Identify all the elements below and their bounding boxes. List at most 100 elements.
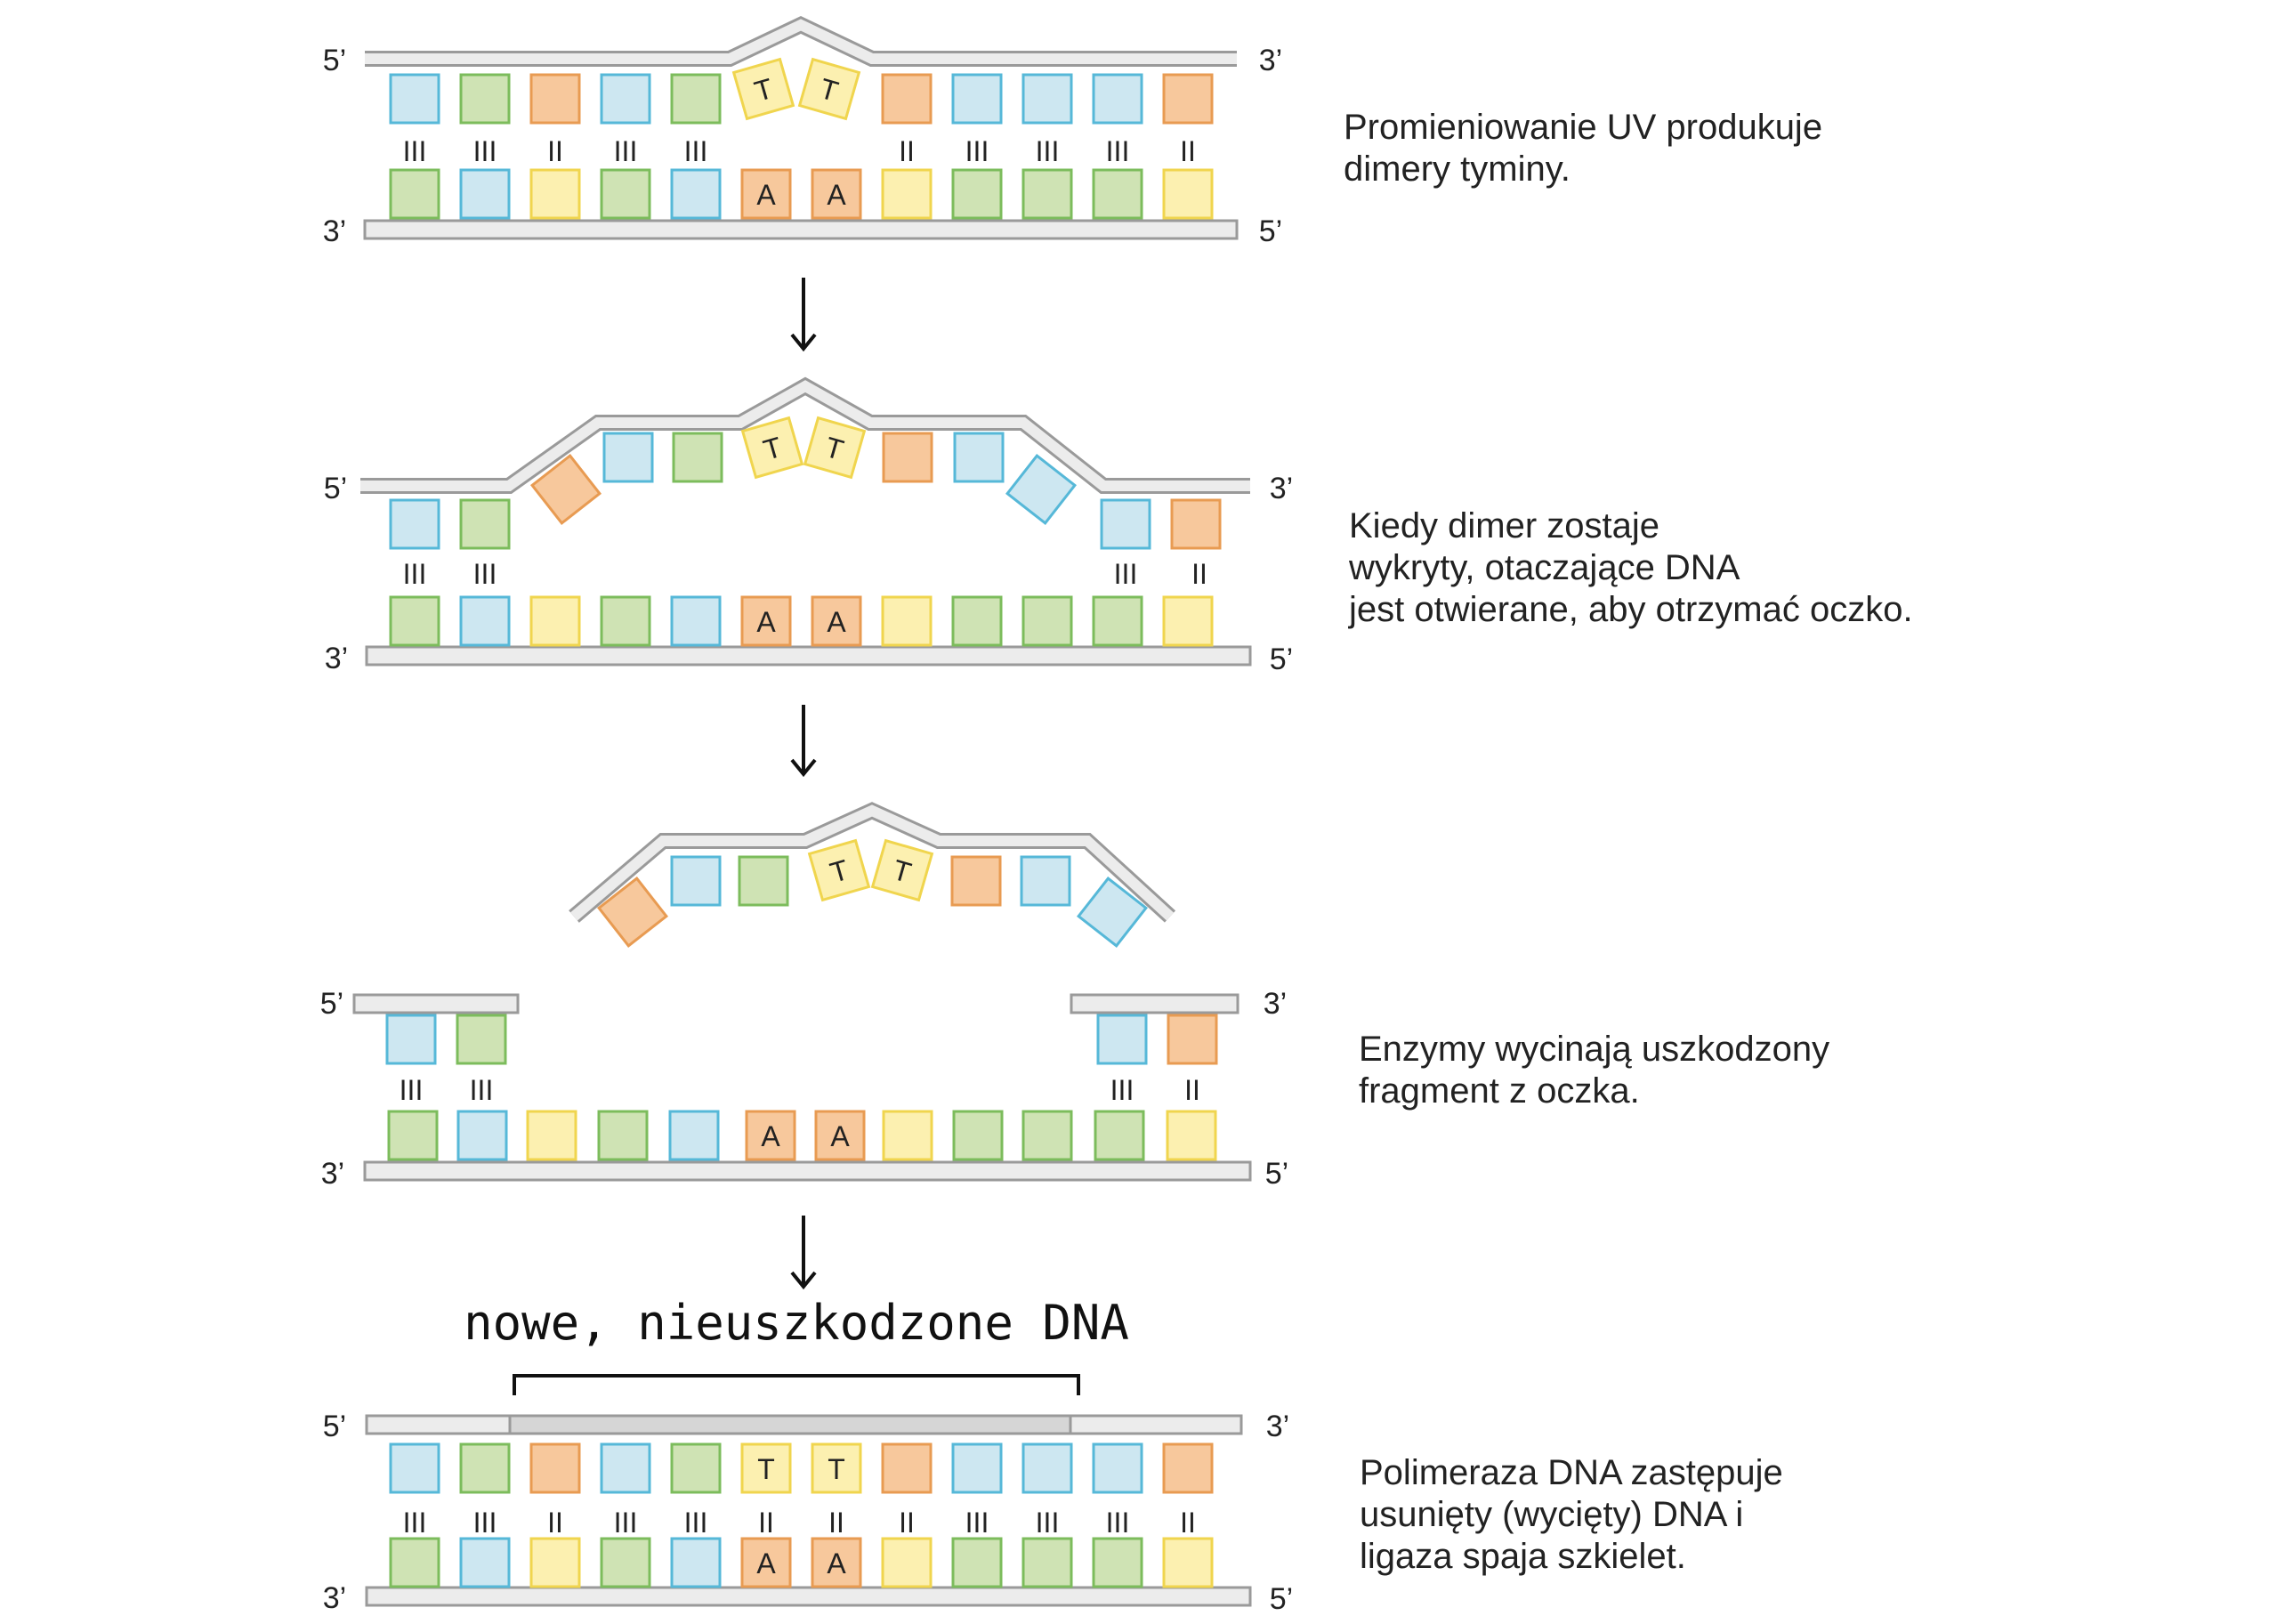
bracket-line — [513, 1374, 1080, 1395]
base-square — [740, 595, 792, 647]
green-base — [670, 73, 722, 125]
end-label-5prime: 5’ — [1270, 1582, 1293, 1616]
blue-base — [1021, 73, 1073, 125]
a-base: A — [740, 168, 792, 220]
blue-base — [1020, 855, 1071, 907]
hydrogen-bond: III — [403, 1507, 427, 1539]
orange-base — [1162, 73, 1214, 125]
yellow-base — [881, 595, 933, 647]
hydrogen-bond: II — [1180, 1507, 1196, 1539]
base-square — [529, 73, 581, 125]
green-base — [672, 432, 723, 483]
end-label-5prime: 5’ — [1259, 214, 1282, 248]
blue-base — [602, 432, 654, 483]
base-square — [1162, 595, 1214, 647]
orange-base — [1167, 1014, 1218, 1065]
base-square — [951, 1442, 1003, 1494]
a-base: A — [745, 1110, 796, 1161]
base-square — [529, 595, 581, 647]
blue-base — [1005, 453, 1078, 526]
end-label-5prime: 5’ — [1270, 642, 1293, 676]
orange-base — [881, 73, 933, 125]
base-square — [1021, 1110, 1073, 1161]
caption-line: ligaza spaja szkielet. — [1360, 1537, 1686, 1576]
green-base — [459, 73, 511, 125]
base-square — [456, 1014, 507, 1065]
base-square — [811, 595, 862, 647]
hydrogen-bond: III — [684, 135, 708, 167]
base-square — [740, 1442, 792, 1494]
hydrogen-bond: II — [547, 1507, 563, 1539]
down-arrow-icon — [790, 1216, 817, 1290]
caption-stage-4: Polimeraza DNA zastępuje usunięty (wycię… — [1360, 1452, 1783, 1578]
green-base — [600, 595, 651, 647]
end-label-3prime: 3’ — [1270, 472, 1293, 505]
blue-base — [670, 1537, 722, 1588]
base-square — [881, 168, 933, 220]
hydrogen-bond: II — [1191, 558, 1207, 590]
green-base — [1021, 168, 1073, 220]
base-square — [811, 1537, 862, 1588]
t-base: T — [811, 1442, 862, 1494]
base-square — [807, 838, 871, 902]
end-label-3prime: 3’ — [1259, 44, 1282, 77]
base-square — [670, 73, 722, 125]
green-base — [951, 168, 1003, 220]
base-square — [459, 595, 511, 647]
base-square — [1005, 453, 1078, 526]
green-base — [1092, 595, 1143, 647]
hydrogen-bond: III — [403, 558, 427, 590]
blue-base — [459, 1537, 511, 1588]
base-square — [881, 595, 933, 647]
base-letter: A — [761, 1120, 780, 1152]
end-label-5prime: 5’ — [320, 987, 343, 1021]
base-square — [951, 1537, 1003, 1588]
base-square — [389, 595, 440, 647]
green-base — [1021, 1110, 1073, 1161]
base-letter: A — [830, 1120, 850, 1152]
caption-stage-3: Enzymy wycinają uszkodzony fragment z oc… — [1359, 1029, 1829, 1112]
blue-base — [389, 1442, 440, 1494]
hydrogen-bond: III — [470, 1074, 494, 1106]
hydrogen-bond: III — [614, 1507, 638, 1539]
hydrogen-bond: III — [965, 135, 989, 167]
base-square — [1092, 595, 1143, 647]
green-base — [952, 1110, 1004, 1161]
a-base: A — [740, 1537, 792, 1588]
yellow-base — [1162, 1537, 1214, 1588]
base-square — [597, 1110, 649, 1161]
base-square — [1021, 1442, 1073, 1494]
base-square — [951, 168, 1003, 220]
base-square — [731, 57, 795, 121]
orange-base — [882, 432, 933, 483]
base-square — [740, 416, 804, 480]
green-base — [951, 595, 1003, 647]
end-label-3prime: 3’ — [323, 214, 346, 248]
base-square — [389, 73, 440, 125]
blue-base — [668, 1110, 720, 1161]
hydrogen-bond: III — [614, 135, 638, 167]
hydrogen-bond: II — [1180, 135, 1196, 167]
orange-base — [950, 855, 1002, 907]
orange-base — [596, 876, 669, 949]
base-square — [811, 1442, 862, 1494]
a-base: A — [814, 1110, 866, 1161]
t-base: T — [807, 838, 871, 902]
hydrogen-bond: III — [684, 1507, 708, 1539]
base-square — [529, 453, 602, 526]
arrow-head — [790, 1271, 817, 1290]
base-square — [1162, 1442, 1214, 1494]
bottom-backbone — [363, 1160, 1252, 1182]
base-square — [668, 1110, 720, 1161]
base-letter: A — [756, 1547, 776, 1580]
yellow-base — [881, 1537, 933, 1588]
base-square — [951, 595, 1003, 647]
base-square — [459, 1537, 511, 1588]
base-square — [670, 1537, 722, 1588]
hydrogen-bond: II — [899, 135, 915, 167]
a-base: A — [811, 168, 862, 220]
top-backbone — [365, 19, 1237, 64]
hydrogen-bond: III — [1106, 1507, 1130, 1539]
blue-base — [600, 73, 651, 125]
